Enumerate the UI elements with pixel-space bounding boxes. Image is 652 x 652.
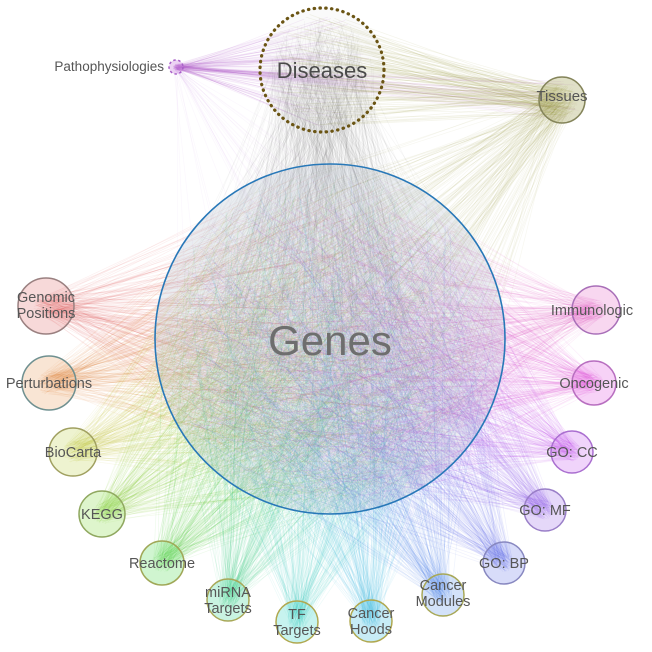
bundle-oncogenic--genes xyxy=(169,182,604,499)
node-diseases: Diseases xyxy=(258,6,386,134)
node-circle-tf_targets[interactable] xyxy=(275,600,319,644)
node-label-oncogenic: Oncogenic xyxy=(559,376,628,392)
node-label-reactome: Reactome xyxy=(129,556,195,572)
node-label-immunologic: Immunologic xyxy=(551,303,633,319)
node-label-go_cc: GO: CC xyxy=(546,445,598,461)
bundle-tissues--genes xyxy=(180,84,578,491)
node-circle-oncogenic[interactable] xyxy=(571,360,617,406)
node-label-genes: Genes xyxy=(268,317,392,364)
node-label-go_mf: GO: MF xyxy=(519,503,571,519)
node-kegg: KEGG xyxy=(78,490,126,538)
node-circle-go_bp[interactable] xyxy=(482,541,526,585)
bundle-go_cc--genes xyxy=(162,176,582,503)
node-oncogenic: Oncogenic xyxy=(559,360,629,406)
bundle-biocarta--genes xyxy=(62,177,498,501)
bundle-pathophysiologies--genes xyxy=(172,65,493,446)
node-circle-kegg[interactable] xyxy=(78,490,126,538)
node-circle-genes[interactable] xyxy=(154,163,506,515)
bundle-diseases--genes xyxy=(164,18,495,498)
node-label-tissues: Tissues xyxy=(536,88,587,105)
bundle-kegg--genes xyxy=(92,179,494,525)
node-label-go_bp: GO: BP xyxy=(479,556,529,572)
node-immunologic: Immunologic xyxy=(551,285,633,335)
bundle-pathophysiologies--tissues xyxy=(172,63,579,121)
node-circle-tissues[interactable] xyxy=(538,76,586,124)
bundle-pathophysiologies--diseases xyxy=(173,16,370,128)
node-label-diseases: Diseases xyxy=(277,58,367,83)
bundle-cancer_modules--genes xyxy=(167,175,493,605)
bundle-perturbations--genes xyxy=(37,174,493,498)
node-circle-cancer_hoods[interactable] xyxy=(349,599,393,643)
node-circle-go_cc[interactable] xyxy=(550,430,594,474)
node-circle-go_mf[interactable] xyxy=(523,488,567,532)
bundle-genomic_positions--genes xyxy=(33,173,478,500)
node-perturbations: Perturbations xyxy=(6,355,92,411)
node-go_bp: GO: BP xyxy=(479,541,529,585)
node-circle-mirna_targets[interactable] xyxy=(206,578,250,622)
node-tissues: Tissues xyxy=(536,76,588,124)
node-circle-immunologic[interactable] xyxy=(571,285,621,335)
node-go_cc: GO: CC xyxy=(546,430,598,474)
node-pathophysiologies: Pathophysiologies xyxy=(54,59,184,75)
node-genes: Genes xyxy=(154,163,506,515)
bundle-reactome--genes xyxy=(152,177,479,573)
node-circle-diseases[interactable] xyxy=(258,6,386,134)
node-circle-genomic_positions[interactable] xyxy=(17,277,75,335)
node-biocarta: BioCarta xyxy=(45,427,102,477)
bundle-immunologic--genes xyxy=(164,181,606,505)
node-circle-pathophysiologies[interactable] xyxy=(168,59,184,75)
node-circle-perturbations[interactable] xyxy=(21,355,77,411)
bundle-cancer_hoods--genes xyxy=(172,174,483,630)
bundle-tf_targets--genes xyxy=(166,181,498,631)
bundle-go_bp--genes xyxy=(165,180,514,573)
edge-bundles xyxy=(33,14,606,631)
bundle-tissues--diseases xyxy=(265,14,578,126)
bundle-go_mf--genes xyxy=(171,175,555,520)
node-label-kegg: KEGG xyxy=(81,507,123,523)
node-label-perturbations: Perturbations xyxy=(6,376,92,392)
node-reactome: Reactome xyxy=(129,540,195,586)
node-circle-reactome[interactable] xyxy=(139,540,185,586)
node-circle-cancer_modules[interactable] xyxy=(421,573,465,617)
node-circle-biocarta[interactable] xyxy=(48,427,98,477)
node-label-pathophysiologies: Pathophysiologies xyxy=(54,59,164,74)
node-label-biocarta: BioCarta xyxy=(45,445,102,461)
node-go_mf: GO: MF xyxy=(519,488,571,532)
bundle-mirna_targets--genes xyxy=(164,174,489,610)
nodes: Genes Diseases PathophysiologiesTissuesGen… xyxy=(6,6,633,644)
